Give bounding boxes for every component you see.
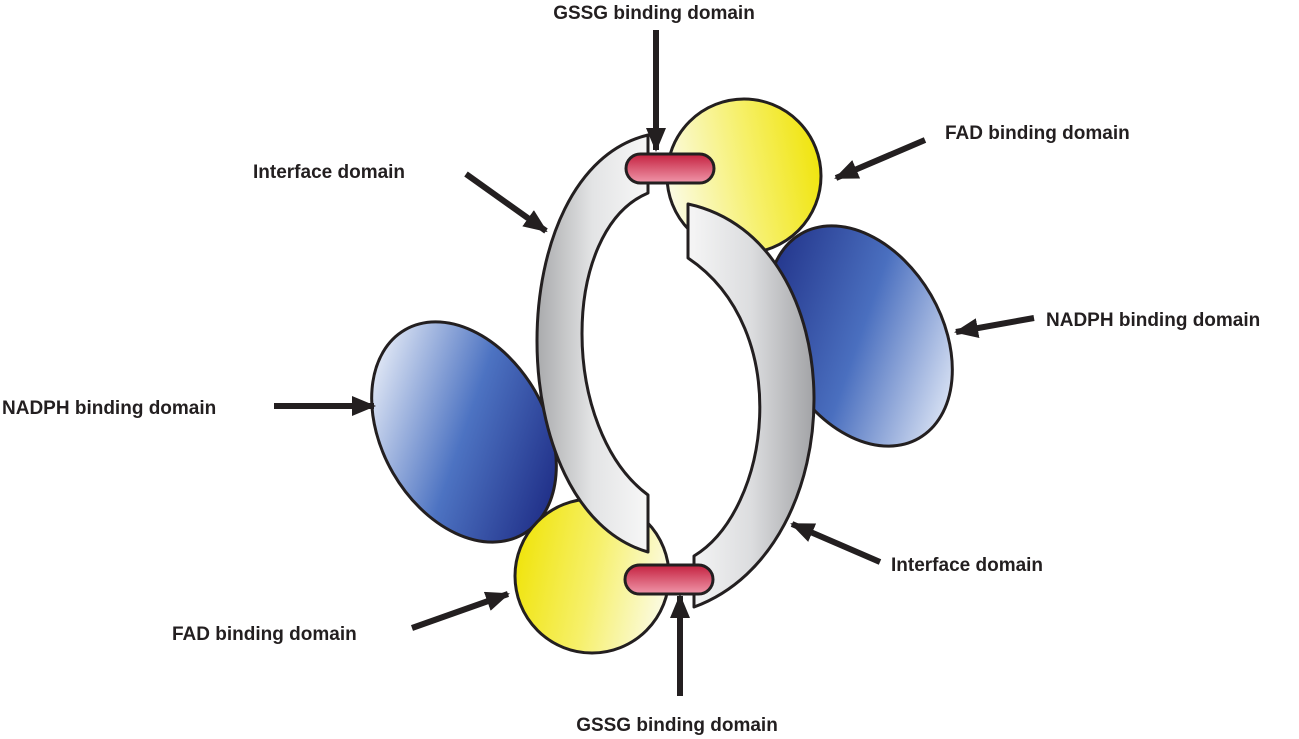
arrow-interface-bottom-right — [790, 521, 882, 565]
nadph-domain-left — [370, 320, 558, 544]
interface-domain-right — [686, 202, 816, 609]
arrow-interface-top-left — [464, 171, 548, 234]
interface-domain-left — [535, 133, 650, 554]
label-nadph-right: NADPH binding domain — [1046, 310, 1260, 331]
label-fad-bottom-left: FAD binding domain — [172, 624, 357, 645]
label-gssg-bottom: GSSG binding domain — [576, 715, 778, 736]
arrow-nadph-right — [954, 315, 1035, 338]
gssg-domain-bottom — [623, 563, 715, 596]
arrow-fad-bottom-left — [410, 591, 510, 631]
label-interface-bottom-right: Interface domain — [891, 555, 1043, 576]
arrow-fad-top-right — [834, 137, 927, 181]
label-fad-top-right: FAD binding domain — [945, 123, 1130, 144]
label-gssg-top: GSSG binding domain — [553, 3, 755, 24]
gssg-domain-top — [624, 152, 716, 185]
label-interface-top-left: Interface domain — [253, 162, 405, 183]
label-nadph-left: NADPH binding domain — [2, 398, 216, 419]
